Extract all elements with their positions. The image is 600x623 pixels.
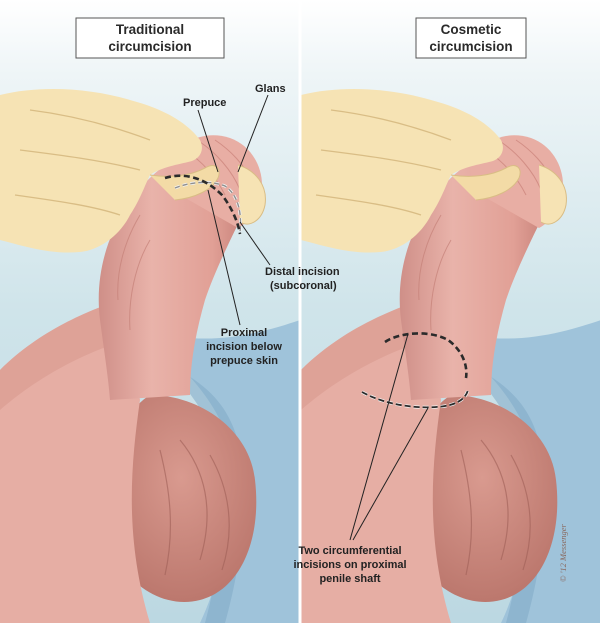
panel-divider xyxy=(298,0,302,623)
traditional-incisions xyxy=(164,174,242,235)
traditional-title-line2: circumcision xyxy=(108,39,191,54)
circumferential-label-line3: penile shaft xyxy=(319,573,380,585)
traditional-title-box: Traditional circumcision xyxy=(75,17,225,59)
lower-incision-leader xyxy=(352,407,429,541)
proximal-incision-label-line1: Proximal xyxy=(221,327,267,339)
circumferential-label-line2: incisions on proximal xyxy=(293,559,406,571)
proximal-incision-line xyxy=(164,174,242,235)
distal-incision-label-line2: (subcoronal) xyxy=(270,280,337,292)
prepuce-leader xyxy=(197,109,219,173)
cosmetic-panel-scene xyxy=(301,0,600,623)
traditional-leader-lines xyxy=(197,94,271,326)
cosmetic-incisions xyxy=(361,332,470,409)
proximal-leader xyxy=(207,189,241,326)
glans-label: Glans xyxy=(255,83,286,95)
artist-signature: © '12 Messenger xyxy=(558,523,568,582)
distal-incision-label-line1: Distal incision xyxy=(265,266,340,278)
cosmetic-title-line1: Cosmetic xyxy=(441,22,502,37)
glans-leader xyxy=(237,94,269,173)
upper-incision-leader xyxy=(349,333,409,541)
traditional-title-line1: Traditional xyxy=(116,22,184,37)
circumferential-label-line1: Two circumferential xyxy=(298,545,401,557)
cosmetic-leader-lines xyxy=(349,333,429,541)
cosmetic-title-line2: circumcision xyxy=(429,39,512,54)
distal-leader xyxy=(239,221,271,266)
proximal-incision-label-line3: prepuce skin xyxy=(210,355,278,367)
proximal-incision-label-line2: incision below xyxy=(206,341,282,353)
prepuce-label: Prepuce xyxy=(183,97,226,109)
cosmetic-title-box: Cosmetic circumcision xyxy=(415,17,527,59)
upper-circumferential-incision xyxy=(384,332,468,379)
lower-circumferential-incision xyxy=(361,389,469,409)
